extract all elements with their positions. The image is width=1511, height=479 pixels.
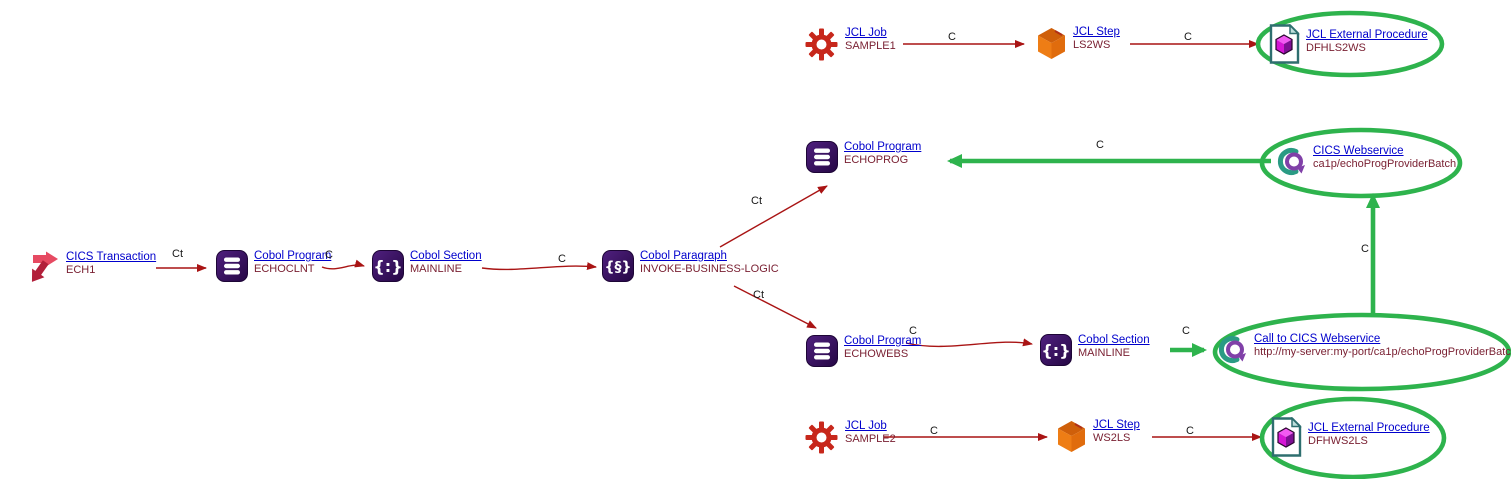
edge-label-job2-step2: C [930, 425, 938, 437]
node-name-label: MAINLINE [410, 263, 462, 275]
node-cobol-program-echoclnt[interactable]: Cobol Program ECHOCLNT [216, 250, 331, 287]
edge-echoclnt-mainline [321, 259, 365, 270]
highlight-ellipse-extproc2 [1259, 396, 1447, 479]
node-name-label: WS2LS [1093, 432, 1131, 444]
node-call-to-cics-webservice[interactable]: Call to CICS Webservice http://my-server… [1215, 333, 1511, 371]
svg-text:{§}: {§} [605, 260, 632, 276]
edge-label-ws-echoprog: C [1096, 139, 1104, 151]
edge-label-mainline2-call: C [1182, 325, 1190, 337]
edge-label-job1-step1: C [948, 31, 956, 43]
node-type-link[interactable]: JCL External Procedure [1306, 29, 1428, 41]
node-cobol-program-echoprog[interactable]: Cobol Program ECHOPROG [806, 141, 921, 178]
node-jcl-external-procedure-dfhws2ls[interactable]: JCL External Procedure DFHWS2LS [1271, 416, 1430, 462]
edge-label-paragraph-echowebs: Ct [753, 289, 764, 301]
node-cobol-program-echowebs[interactable]: Cobol Program ECHOWEBS [806, 335, 921, 372]
edge-label-echoclnt-mainline: C [325, 249, 333, 261]
node-type-link[interactable]: JCL External Procedure [1308, 422, 1430, 434]
orange-cube-icon[interactable] [1056, 419, 1087, 459]
node-type-link[interactable]: Cobol Section [410, 250, 482, 262]
braces-icon[interactable]: {:} [1040, 334, 1072, 371]
highlight-ellipse-extproc1 [1255, 10, 1445, 78]
node-name-label: ECHOPROG [844, 154, 909, 166]
node-cics-transaction-ech1[interactable]: CICS Transaction ECH1 [26, 251, 156, 290]
program-list-icon[interactable] [216, 250, 248, 287]
node-name-label: INVOKE-BUSINESS-LOGIC [640, 263, 779, 275]
document-with-cube-icon[interactable] [1269, 23, 1300, 69]
node-type-link[interactable]: Cobol Program [844, 141, 922, 153]
svg-text:{:}: {:} [1041, 341, 1070, 360]
node-type-link[interactable]: CICS Webservice [1313, 145, 1404, 157]
node-type-link[interactable]: JCL Job [845, 27, 887, 39]
webservice-circle-icon[interactable] [1215, 333, 1248, 371]
section-sign-icon[interactable]: {§} [602, 250, 634, 287]
webservice-circle-icon[interactable] [1274, 145, 1307, 183]
node-cobol-paragraph-invoke-business-logic[interactable]: {§} Cobol Paragraph INVOKE-BUSINESS-LOGI… [602, 250, 779, 287]
node-type-link[interactable]: JCL Step [1093, 419, 1140, 431]
node-name-label: DFHWS2LS [1308, 435, 1368, 447]
node-jcl-step-ws2ls[interactable]: JCL Step WS2LS [1056, 419, 1140, 459]
node-jcl-job-sample1[interactable]: JCL Job SAMPLE1 [804, 27, 896, 67]
document-with-cube-icon[interactable] [1271, 416, 1302, 462]
node-type-link[interactable]: JCL Step [1073, 26, 1120, 38]
highlight-ellipse-call-webservice [1212, 312, 1511, 392]
node-type-link[interactable]: Call to CICS Webservice [1254, 333, 1381, 345]
node-cobol-section-mainline-1[interactable]: {:} Cobol Section MAINLINE [372, 250, 482, 287]
node-type-link[interactable]: Cobol Program [844, 335, 922, 347]
braces-icon[interactable]: {:} [372, 250, 404, 287]
node-type-link[interactable]: Cobol Paragraph [640, 250, 727, 262]
edge-paragraph-echowebs [733, 285, 817, 329]
edge-mainline-paragraph [481, 262, 597, 271]
node-name-label: MAINLINE [1078, 347, 1130, 359]
node-name-label: ECHOCLNT [254, 263, 315, 275]
node-name-label: http://my-server:my-port/ca1p/echoProgPr… [1254, 346, 1511, 358]
edge-label-mainline-paragraph: C [558, 253, 566, 265]
node-name-label: LS2WS [1073, 39, 1111, 51]
node-cics-webservice[interactable]: CICS Webservice ca1p/echoProgProviderBat… [1274, 145, 1456, 183]
node-type-link[interactable]: JCL Job [845, 420, 887, 432]
edge-label-paragraph-echoprog: Ct [751, 195, 762, 207]
edge-label-step1-extproc1: C [1184, 31, 1192, 43]
edge-label-call-ws: C [1361, 243, 1369, 255]
orange-cube-icon[interactable] [1036, 26, 1067, 66]
node-jcl-step-ls2ws[interactable]: JCL Step LS2WS [1036, 26, 1120, 66]
edge-label-echowebs-mainline2: C [909, 325, 917, 337]
highlight-ellipse-webservice [1259, 127, 1463, 199]
node-type-link[interactable]: CICS Transaction [66, 251, 157, 263]
node-name-label: ECHOWEBS [844, 348, 909, 360]
node-jcl-job-sample2[interactable]: JCL Job SAMPLE2 [804, 420, 896, 460]
gear-icon[interactable] [804, 420, 839, 460]
node-type-link[interactable]: Cobol Section [1078, 334, 1150, 346]
program-list-icon[interactable] [806, 335, 838, 372]
node-name-label: ca1p/echoProgProviderBatch [1313, 158, 1457, 170]
edge-echowebs-mainline2 [905, 338, 1033, 348]
program-list-icon[interactable] [806, 141, 838, 178]
edge-paragraph-echoprog [719, 185, 828, 248]
node-jcl-external-procedure-dfhls2ws[interactable]: JCL External Procedure DFHLS2WS [1269, 23, 1428, 69]
node-type-link[interactable]: Cobol Program [254, 250, 332, 262]
edge-label-step2-extproc2: C [1186, 425, 1194, 437]
node-name-label: DFHLS2WS [1306, 42, 1366, 54]
node-name-label: ECH1 [66, 264, 96, 276]
node-name-label: SAMPLE2 [845, 433, 896, 445]
transaction-cycle-arrows-icon[interactable] [26, 251, 60, 290]
node-name-label: SAMPLE1 [845, 40, 896, 52]
gear-icon[interactable] [804, 27, 839, 67]
node-cobol-section-mainline-2[interactable]: {:} Cobol Section MAINLINE [1040, 334, 1150, 371]
svg-text:{:}: {:} [373, 257, 402, 276]
edge-label-trans-echoclnt: Ct [172, 248, 183, 260]
